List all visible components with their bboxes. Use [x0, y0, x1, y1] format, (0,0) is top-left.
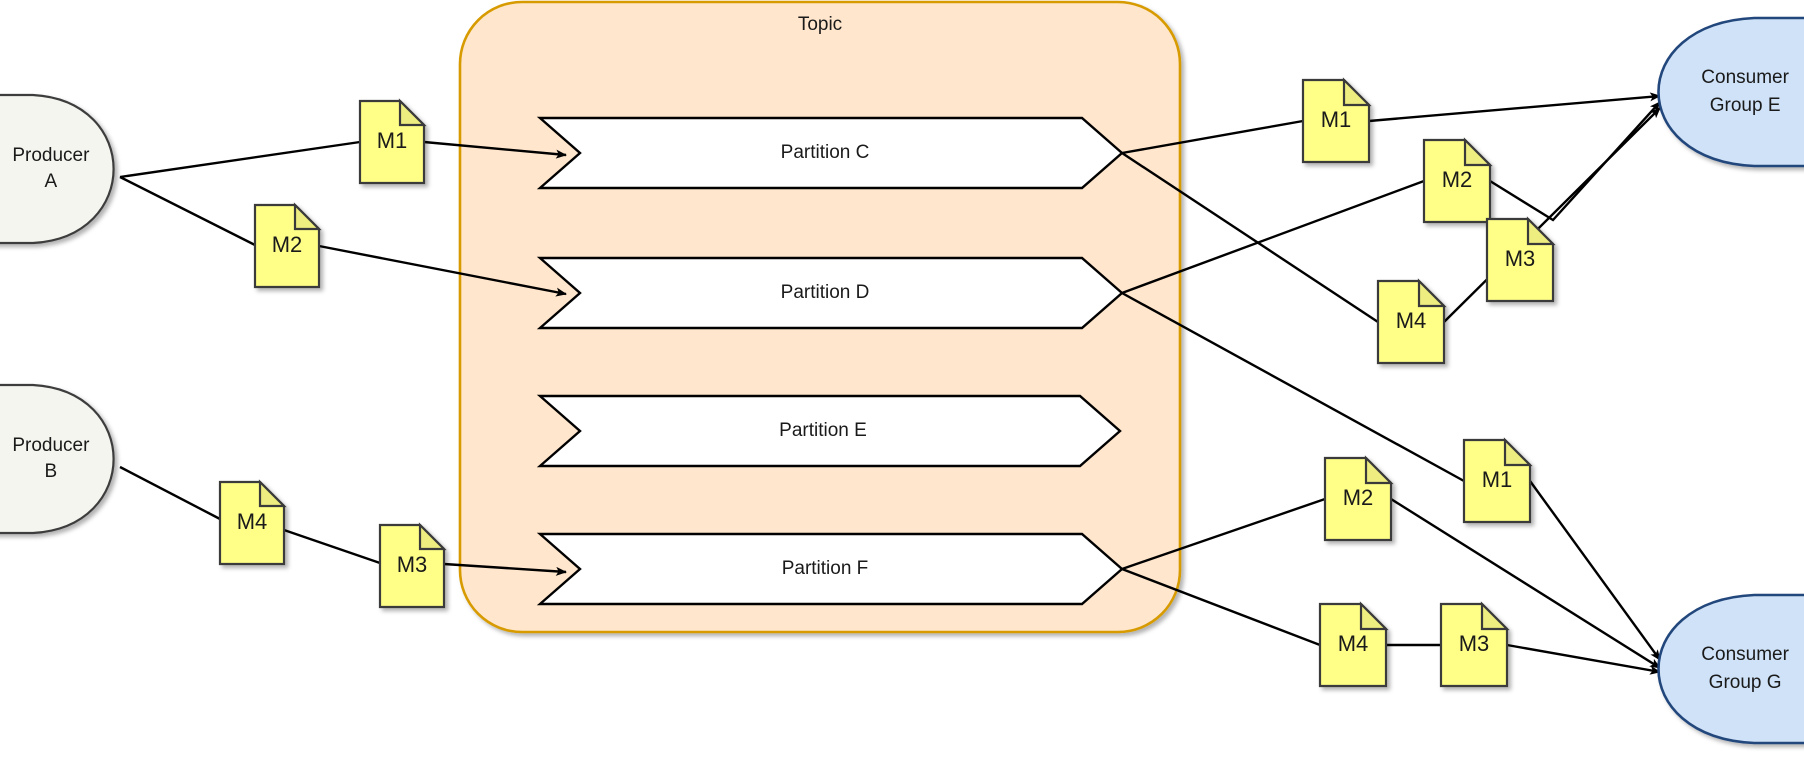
note-consumer-g-m1-label: M1 — [1482, 467, 1513, 492]
edge-note-m4-crossing-to-consumer-e — [1443, 107, 1661, 323]
note-consumer-g-m4[interactable]: M4 — [1318, 601, 1389, 688]
consumer-group-g-label-line2: Group G — [1709, 672, 1782, 693]
note-consumer-e-m4[interactable]: M4 — [1376, 278, 1447, 365]
note-consumer-e-m2-fold-icon — [1463, 137, 1493, 167]
note-producer-a-m2[interactable]: M2 — [253, 202, 322, 289]
edge-partition-f-to-note-m2-lower — [1121, 497, 1326, 571]
producer-b-label-line1: Producer — [12, 435, 90, 456]
note-consumer-g-m4-label: M4 — [1338, 631, 1369, 656]
note-producer-b-m4[interactable]: M4 — [218, 479, 287, 566]
note-consumer-e-m2-label: M2 — [1442, 167, 1473, 192]
edge-partition-c-to-note-m1 — [1121, 119, 1304, 155]
note-consumer-g-m2-fold-icon — [1364, 455, 1394, 485]
consumer-group-e-label-line2: Group E — [1710, 95, 1781, 116]
note-consumer-e-m1-fold-icon — [1342, 77, 1372, 107]
producer-a-label-line2: A — [45, 171, 58, 192]
note-consumer-g-m2-label: M2 — [1343, 485, 1374, 510]
edge-note-m1-to-consumer-e — [1368, 92, 1661, 123]
note-producer-b-m3-label: M3 — [397, 552, 428, 577]
edge-partition-f-to-note-m4-lower — [1121, 567, 1321, 647]
note-consumer-e-m2[interactable]: M2 — [1422, 137, 1493, 224]
edge-producer-a-to-partition-c — [119, 140, 361, 179]
note-consumer-g-m3[interactable]: M3 — [1439, 601, 1510, 688]
edge-partition-c-to-note-m4 — [1121, 151, 1379, 324]
note-producer-a-m1[interactable]: M1 — [358, 98, 427, 185]
partition-f[interactable] — [536, 532, 1124, 606]
note-consumer-g-m3-fold-icon — [1480, 601, 1510, 631]
consumer-group-g-label-line1: Consumer — [1701, 644, 1789, 665]
edges-group — [119, 92, 1661, 675]
note-consumer-e-m3-label: M3 — [1505, 246, 1536, 271]
note-consumer-g-m1-fold-icon — [1503, 437, 1533, 467]
partition-c-label: Partition C — [781, 142, 870, 163]
note-consumer-e-m3-fold-icon — [1526, 216, 1556, 246]
note-consumer-g-m1[interactable]: M1 — [1462, 437, 1533, 524]
edge-partition-d-to-note-m2 — [1121, 179, 1425, 295]
edge-note-m3-lower-to-consumer-g — [1506, 643, 1661, 675]
producer-a-label-line1: Producer — [12, 145, 90, 166]
edge-note-m2-to-partition-d — [318, 244, 567, 297]
consumer-group-e-label-line1: Consumer — [1701, 67, 1789, 88]
note-consumer-g-m3-label: M3 — [1459, 631, 1490, 656]
producer-b[interactable] — [0, 383, 115, 535]
note-producer-b-m4-fold-icon — [258, 479, 287, 508]
edge-note-m2-m3-to-consumer-e — [1489, 101, 1661, 222]
note-consumer-g-m4-fold-icon — [1359, 601, 1389, 631]
edge-note-m1-to-partition-c — [423, 140, 567, 159]
producer-b-label-line2: B — [45, 461, 58, 482]
edge-note-m1-lower-to-consumer-g — [1529, 480, 1661, 661]
consumer-group-e[interactable] — [1657, 16, 1804, 168]
note-producer-b-m4-label: M4 — [237, 509, 268, 534]
note-consumer-e-m4-fold-icon — [1417, 278, 1447, 308]
note-producer-a-m2-label: M2 — [272, 232, 303, 257]
partition-c[interactable] — [536, 116, 1124, 190]
partition-e[interactable] — [536, 394, 1122, 468]
edge-note-m3-to-partition-f — [443, 562, 567, 576]
partition-d[interactable] — [536, 256, 1124, 330]
note-consumer-e-m3[interactable]: M3 — [1485, 216, 1556, 303]
note-consumer-e-m4-label: M4 — [1396, 308, 1427, 333]
note-producer-a-m1-fold-icon — [398, 98, 427, 127]
partitions-group: Partition C Partition D Partition E Partiti… — [536, 116, 1124, 606]
edge-partition-d-to-note-m1-lower — [1121, 291, 1465, 483]
consumer-group-g[interactable] — [1657, 593, 1804, 745]
note-consumer-e-m1[interactable]: M1 — [1301, 77, 1372, 164]
edge-producer-b-to-note-m4 — [119, 465, 221, 521]
edge-producer-a-to-note-m2 — [119, 175, 256, 247]
partition-f-label: Partition F — [782, 558, 869, 579]
edge-note-m4-to-note-m3 — [283, 528, 381, 565]
note-producer-b-m3[interactable]: M3 — [378, 522, 447, 609]
note-producer-a-m2-fold-icon — [293, 202, 322, 231]
edge-note-m2-lower-to-consumer-g — [1390, 497, 1661, 670]
topic-label: Topic — [798, 14, 842, 35]
note-consumer-g-m2[interactable]: M2 — [1323, 455, 1394, 542]
note-producer-a-m1-label: M1 — [377, 128, 408, 153]
note-consumer-e-m1-label: M1 — [1321, 107, 1352, 132]
partition-d-label: Partition D — [781, 282, 870, 303]
partition-e-label: Partition E — [779, 420, 867, 441]
producer-a[interactable] — [0, 93, 115, 245]
note-producer-b-m3-fold-icon — [418, 522, 447, 551]
